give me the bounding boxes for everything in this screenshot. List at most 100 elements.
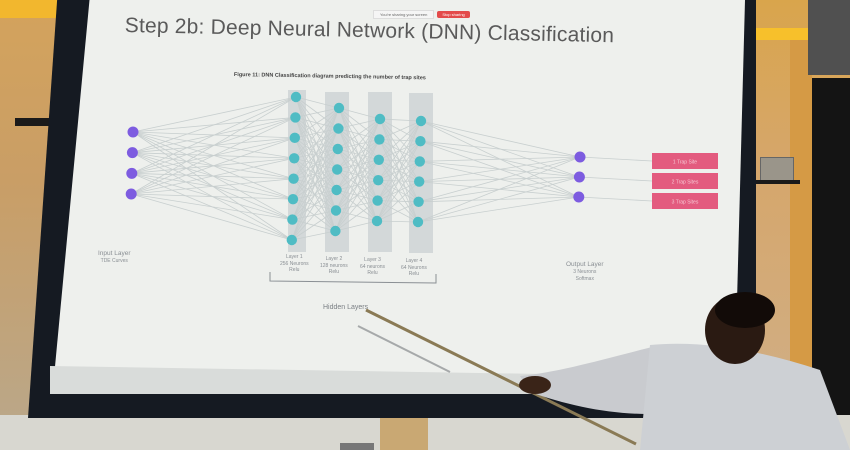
connection-edge	[376, 161, 421, 222]
input-node	[126, 167, 138, 179]
layer1-node	[286, 234, 297, 246]
layer1-node	[287, 214, 298, 225]
layer2-node	[333, 123, 344, 134]
output-edge	[579, 176, 653, 182]
layer4-node	[415, 115, 427, 127]
output-layer-activation: Softmax	[575, 275, 594, 282]
connection-edge	[420, 140, 581, 158]
layer-name: Layer 4	[405, 258, 423, 264]
connection-edge	[131, 117, 296, 195]
connection-edge	[338, 118, 381, 129]
connection-edge	[131, 193, 292, 241]
hidden-layer-label-2: Layer 2 128 neurons Relu	[320, 256, 348, 276]
connection-edge	[379, 120, 422, 140]
hidden-layers-label: Hidden Layers	[323, 304, 369, 311]
hidden-layer-label-1: Layer 1 256 Neurons Relu	[280, 254, 309, 274]
connection-edge	[292, 107, 340, 220]
output-node	[573, 191, 585, 203]
presenter-hand	[519, 376, 551, 394]
output-node	[574, 151, 586, 163]
output-edge	[579, 156, 653, 162]
connection-edge	[293, 107, 340, 159]
connection-edge	[378, 120, 422, 161]
layer4-node	[413, 196, 424, 207]
connection-edge	[335, 139, 380, 232]
layer1-node	[290, 112, 301, 123]
connection-edge	[419, 156, 581, 162]
connection-edge	[295, 107, 340, 118]
input-node	[127, 126, 139, 138]
layer1-node	[287, 193, 299, 205]
connection-edge	[294, 107, 340, 139]
output-layer-neurons: 3 Neurons	[573, 269, 597, 276]
connection-edge	[336, 118, 381, 170]
connection-edge	[335, 159, 380, 232]
connection-edge	[335, 179, 379, 232]
layer-activation: Relu	[289, 267, 300, 273]
layer3-node	[372, 195, 383, 206]
layer-activation: Relu	[328, 269, 340, 275]
output-class-box	[652, 153, 718, 169]
connection-edge	[291, 128, 339, 241]
presenter-hair	[715, 292, 775, 328]
ceiling-light-trim	[750, 28, 810, 40]
connection-edge	[335, 220, 378, 232]
layer2-node	[330, 205, 342, 216]
connection-edge	[131, 157, 295, 195]
layer2-node	[331, 184, 342, 196]
layer1-node	[290, 91, 302, 103]
presenter-torso	[640, 343, 850, 450]
output-node	[573, 171, 585, 183]
wooden-panel	[380, 415, 428, 450]
input-layer-name: Input Layer	[98, 250, 131, 257]
connection-edge	[376, 181, 420, 222]
connection-edge	[131, 193, 293, 220]
layer2-node	[332, 164, 343, 175]
connection-edge	[417, 196, 579, 223]
input-layer-detail: TDE Curves	[100, 258, 128, 265]
connection-edge	[131, 193, 294, 200]
layer-activation: Relu	[408, 271, 420, 277]
hidden-layer-label-3: Layer 3 64 neurons Relu	[360, 257, 385, 277]
connection-edge	[377, 120, 422, 181]
stop-sharing-button[interactable]: Stop sharing	[437, 11, 470, 18]
layer4-node	[415, 136, 426, 147]
hidden-layers-bracket	[269, 272, 437, 284]
layer1-node	[288, 173, 299, 184]
input-node	[125, 188, 137, 200]
wall-plate	[340, 443, 374, 450]
connection-edge	[419, 156, 581, 182]
wall-rail	[755, 180, 800, 184]
connection-edge	[337, 118, 381, 150]
connection-edge	[292, 107, 340, 200]
connection-edge	[335, 118, 381, 232]
layer-neurons: 128 neurons	[320, 262, 348, 269]
connection-edge	[335, 200, 378, 232]
output-class-box	[652, 193, 718, 209]
connection-edge	[293, 107, 340, 179]
layer1-node	[289, 153, 300, 164]
connection-edge	[336, 118, 381, 191]
connection-edge	[418, 156, 581, 203]
output-edge	[578, 196, 653, 202]
output-layer-label: Output Layer 3 Neurons Softmax	[566, 261, 604, 282]
layer-activation: Relu	[367, 270, 378, 276]
layer3-node	[374, 134, 385, 145]
connection-edge	[377, 120, 422, 201]
connection-edge	[131, 137, 295, 195]
layer3-node	[371, 215, 383, 227]
layer-name: Layer 3	[364, 257, 381, 263]
connection-edge	[417, 156, 581, 223]
layer2-node	[330, 225, 341, 237]
layer-neurons: 64 neurons	[360, 263, 386, 270]
pointer-stick	[365, 308, 637, 446]
connection-edge	[376, 220, 419, 223]
layer2-node	[332, 143, 343, 155]
connection-edge	[338, 107, 381, 120]
wall-pillar	[790, 40, 812, 450]
connection-edge	[291, 107, 340, 241]
layer3-node	[374, 113, 386, 125]
connection-edge	[130, 96, 297, 195]
input-layer-label: Input Layer TDE Curves	[98, 250, 131, 265]
